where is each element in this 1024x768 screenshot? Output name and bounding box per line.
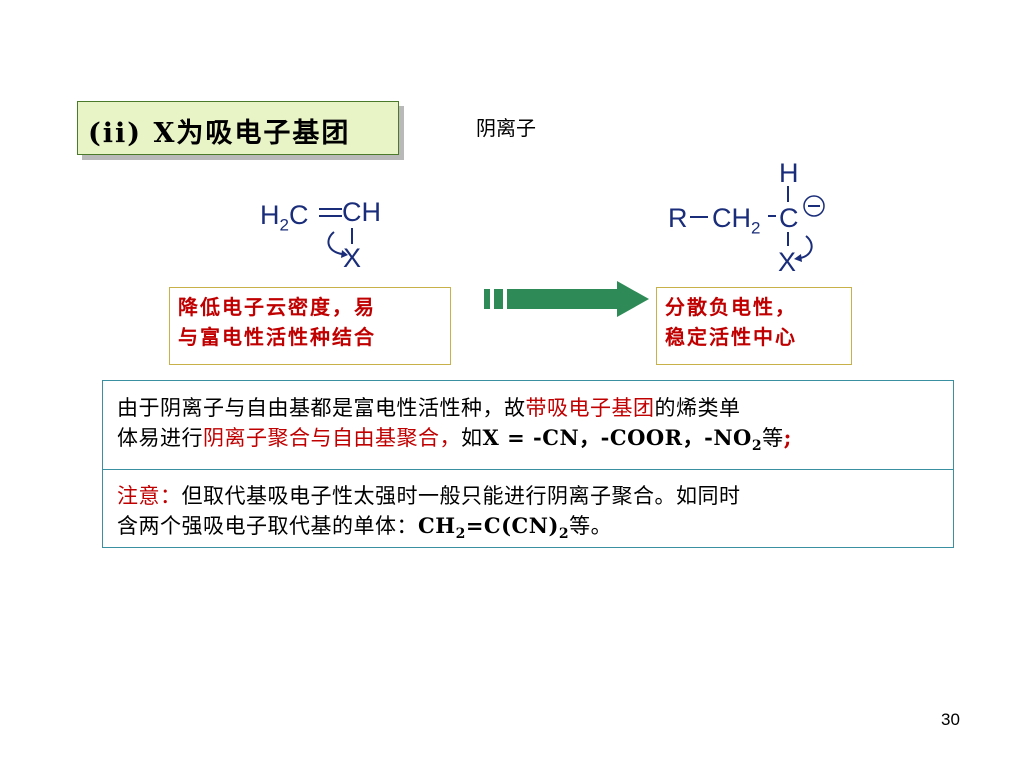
paragraph2-line2: 含两个强吸电子取代基的单体：CH2=C(CN)2等。 <box>117 513 613 543</box>
right-note-line1: 分散负电性， <box>665 295 797 319</box>
right-h: H <box>779 158 799 188</box>
left-note-line2: 与富电性活性种结合 <box>178 325 376 349</box>
right-r: R <box>668 203 688 233</box>
left-h2c: H2C <box>260 200 309 235</box>
right-note: 分散负电性， 稳定活性中心 <box>656 287 852 365</box>
left-ch: CH <box>342 197 381 227</box>
double-bond <box>319 208 342 217</box>
bond-c <box>768 215 776 217</box>
divider <box>103 469 953 470</box>
paragraph1-line2: 体易进行阴离子聚合与自由基聚合，如X = -CN，-COOR，-NO2等; <box>117 425 792 455</box>
title-box: (ii) X为吸电子基团 <box>77 101 399 155</box>
reaction-arrow-icon <box>484 281 649 317</box>
paragraph1-line1: 由于阴离子与自由基都是富电性活性种，故带吸电子基团的烯类单 <box>117 396 741 420</box>
right-x: X <box>778 247 797 277</box>
curved-arrow-icon <box>327 228 353 258</box>
note-label: 注意： <box>117 484 182 508</box>
page-number: 30 <box>941 710 960 729</box>
bond-h <box>787 186 789 202</box>
paragraph2-line1: 注意：但取代基吸电子性太强时一般只能进行阴离子聚合。如同时 <box>117 484 741 508</box>
bond-r <box>690 216 708 218</box>
left-x: X <box>343 243 362 273</box>
left-note: 降低电子云密度，易 与富电性活性种结合 <box>169 287 451 365</box>
left-note-line1: 降低电子云密度，易 <box>178 295 376 319</box>
right-note-line2: 稳定活性中心 <box>665 325 797 349</box>
right-c: C <box>779 203 799 233</box>
anion-label: 阴离子 <box>476 116 536 140</box>
right-ch2: CH2 <box>712 203 761 238</box>
minus-charge-icon <box>803 195 825 217</box>
slide-title: (ii) X为吸电子基团 <box>88 118 351 149</box>
curved-arrow-icon <box>787 232 813 262</box>
explanation-box: 由于阴离子与自由基都是富电性活性种，故带吸电子基团的烯类单 体易进行阴离子聚合与… <box>102 380 954 548</box>
